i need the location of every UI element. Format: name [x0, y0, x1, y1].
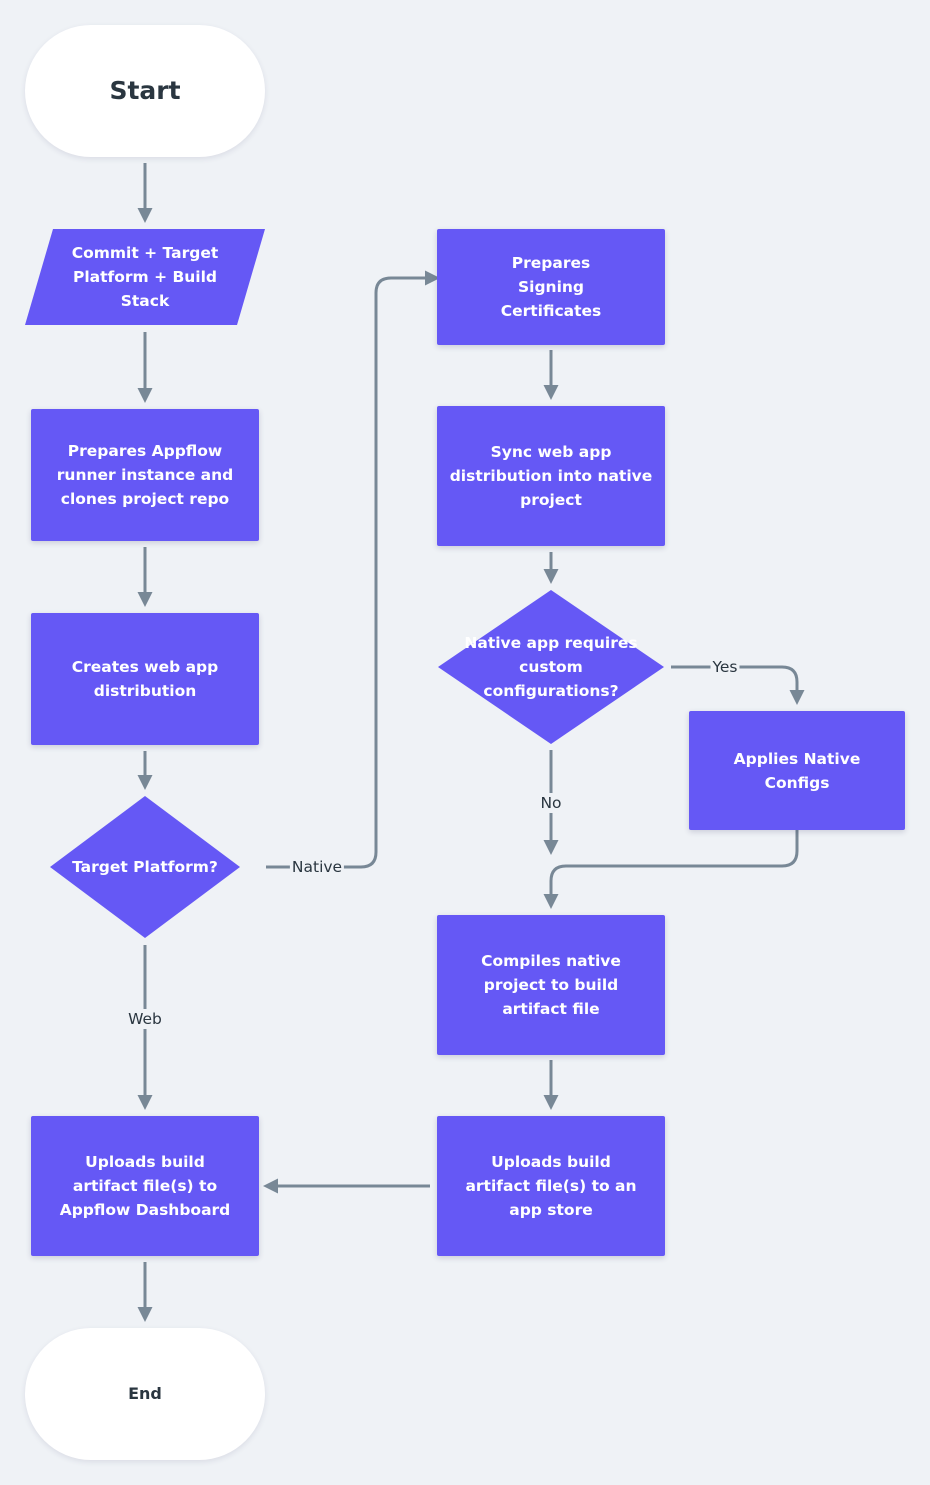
create-web-dist-step: Creates web app distribution [31, 613, 259, 745]
start-label: Start [109, 76, 181, 105]
edge-label-yes: Yes [710, 657, 740, 677]
apply-native-configs-label: Applies Native Configs [733, 749, 861, 792]
compile-native-step: Compiles native project to build artifac… [437, 915, 665, 1055]
edge-label-web: Web [126, 1009, 164, 1029]
sync-web-label: Sync web app distribution into native pr… [449, 443, 653, 509]
create-web-dist-label: Creates web app distribution [71, 658, 219, 700]
end-terminal: End [25, 1328, 265, 1460]
connector-configs-to-compile [543, 830, 799, 909]
connector-decision-native-branch [266, 270, 440, 869]
native-config-label: Native app requires custom configuration… [464, 634, 638, 700]
edge-label-native: Native [289, 857, 345, 877]
start-terminal: Start [25, 25, 265, 157]
upload-dashboard-label: Uploads build artifact file(s) to Appflo… [59, 1153, 231, 1219]
diamond-shape [50, 796, 240, 938]
upload-dashboard-step: Uploads build artifact file(s) to Appflo… [31, 1116, 259, 1256]
upload-app-store-label: Uploads build artifact file(s) to an app… [465, 1153, 637, 1219]
connector-decision-yes-branch [671, 665, 805, 705]
compile-native-label: Compiles native project to build artifac… [481, 952, 621, 1018]
target-platform-label: Target Platform? [72, 858, 218, 876]
upload-app-store-step: Uploads build artifact file(s) to an app… [437, 1116, 665, 1256]
prepare-runner-step: Prepares Appflow runner instance and clo… [31, 409, 259, 541]
prepare-runner-label: Prepares Appflow runner instance and clo… [56, 442, 234, 508]
commit-input-label: Commit + Target Platform + Build Stack [71, 244, 219, 310]
sync-web-step: Sync web app distribution into native pr… [437, 406, 665, 546]
parallelogram-shape [25, 229, 265, 325]
end-label: End [128, 1384, 162, 1403]
commit-input-parallelogram: Commit + Target Platform + Build Stack [25, 229, 265, 325]
edge-label-no: No [538, 793, 564, 813]
apply-native-configs-step: Applies Native Configs [689, 711, 905, 830]
prepare-signing-label: Prepares Signing Certificates [500, 254, 602, 320]
prepare-signing-step: Prepares Signing Certificates [437, 229, 665, 345]
native-config-decision: Native app requires custom configuration… [438, 590, 664, 744]
diamond-shape [438, 590, 664, 744]
target-platform-decision: Target Platform? [50, 796, 240, 938]
